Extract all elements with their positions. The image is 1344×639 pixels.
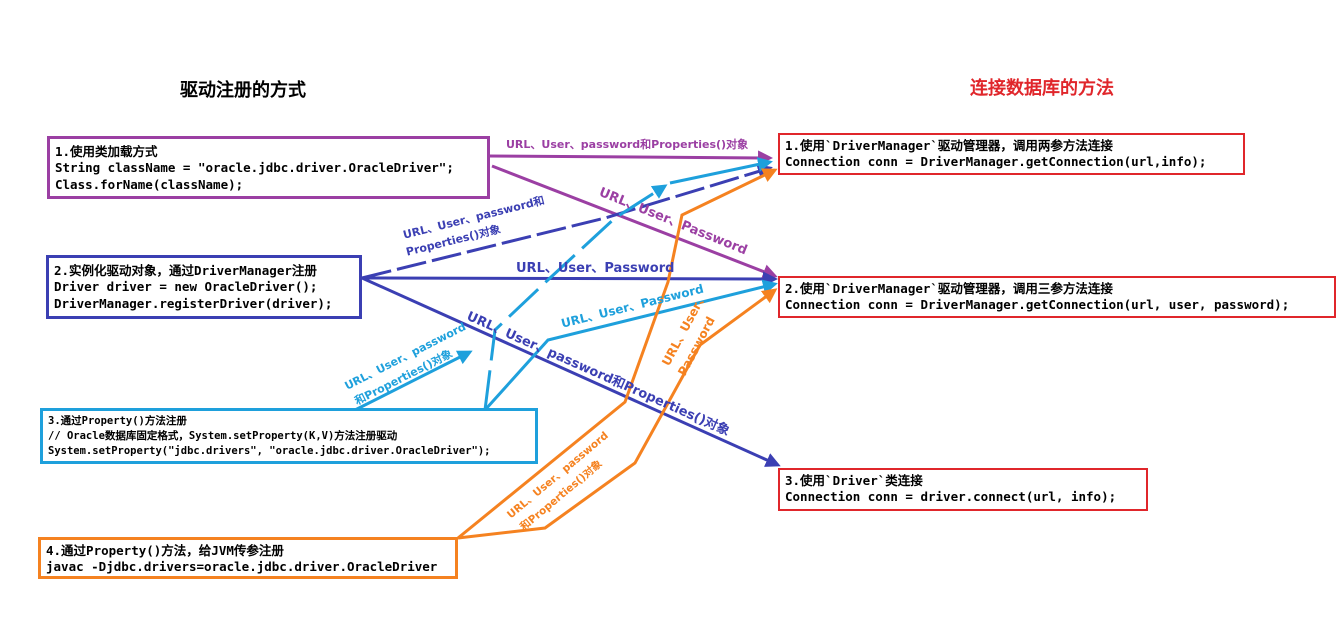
edge-s2-t1 [361,164,773,280]
heading-connection-methods: 连接数据库的方法 [970,78,1114,99]
target-2-code: Connection conn = DriverManager.getConne… [785,297,1290,313]
edge-label-s1-t1: URL、User、password和Properties()对象 [506,138,749,151]
target-box-driver-connect: 3.使用`Driver`类连接 Connection conn = driver… [778,468,1148,511]
edge-s3-t1 [483,184,668,411]
edge-label-s2-t2: URL、User、Password [516,261,675,276]
source-1-code-2: Class.forName(className); [55,176,244,192]
edge-s4-t2 [457,288,778,540]
edge-s3-fan [354,350,473,412]
target-2-title: 2.使用`DriverManager`驱动管理器，调用三参方法连接 [785,281,1113,296]
source-1-title: 1.使用类加载方式 [55,144,158,159]
edge-s3-t2 [483,279,778,412]
source-2-code-2: DriverManager.registerDriver(driver); [54,295,333,311]
source-3-comment: // Oracle数据库固定格式，System.setProperty(K,V)… [48,430,398,443]
edge-s3-t1-tail [669,157,773,185]
target-1-code: Connection conn = DriverManager.getConne… [785,154,1207,170]
source-1-code-1: String className = "oracle.jdbc.driver.O… [55,160,454,176]
source-box-driver-manager: 2.实例化驱动对象，通过DriverManager注册 Driver drive… [46,255,362,319]
edge-s2-t3 [361,276,781,467]
source-4-code: javac -Djdbc.drivers=oracle.jdbc.driver.… [46,559,438,575]
target-1-title: 1.使用`DriverManager`驱动管理器，调用两参方法连接 [785,138,1113,153]
edge-s2-t2 [361,271,778,287]
source-3-code: System.setProperty("jdbc.drivers", "orac… [48,445,491,458]
target-box-two-param-connection: 1.使用`DriverManager`驱动管理器，调用两参方法连接 Connec… [778,133,1245,175]
target-box-three-param-connection: 2.使用`DriverManager`驱动管理器，调用三参方法连接 Connec… [778,276,1336,318]
heading-registration-methods: 驱动注册的方式 [180,80,306,101]
source-box-class-loading: 1.使用类加载方式 String className = "oracle.jdb… [47,136,490,199]
target-3-title: 3.使用`Driver`类连接 [785,473,923,488]
edge-s1-t2 [491,164,778,279]
source-box-system-property: 3.通过Property()方法注册 // Oracle数据库固定格式，Syst… [40,408,538,464]
edge-s4-t1 [457,168,778,540]
source-2-code-1: Driver driver = new OracleDriver(); [54,279,318,295]
source-4-title: 4.通过Property()方法，给JVM传参注册 [46,543,284,558]
target-3-code: Connection conn = driver.connect(url, in… [785,489,1117,505]
edge-s1-t1 [487,150,773,166]
source-2-title: 2.实例化驱动对象，通过DriverManager注册 [54,263,317,278]
source-box-jvm-parameter: 4.通过Property()方法，给JVM传参注册 javac -Djdbc.d… [38,537,458,579]
source-3-title: 3.通过Property()方法注册 [48,415,187,427]
